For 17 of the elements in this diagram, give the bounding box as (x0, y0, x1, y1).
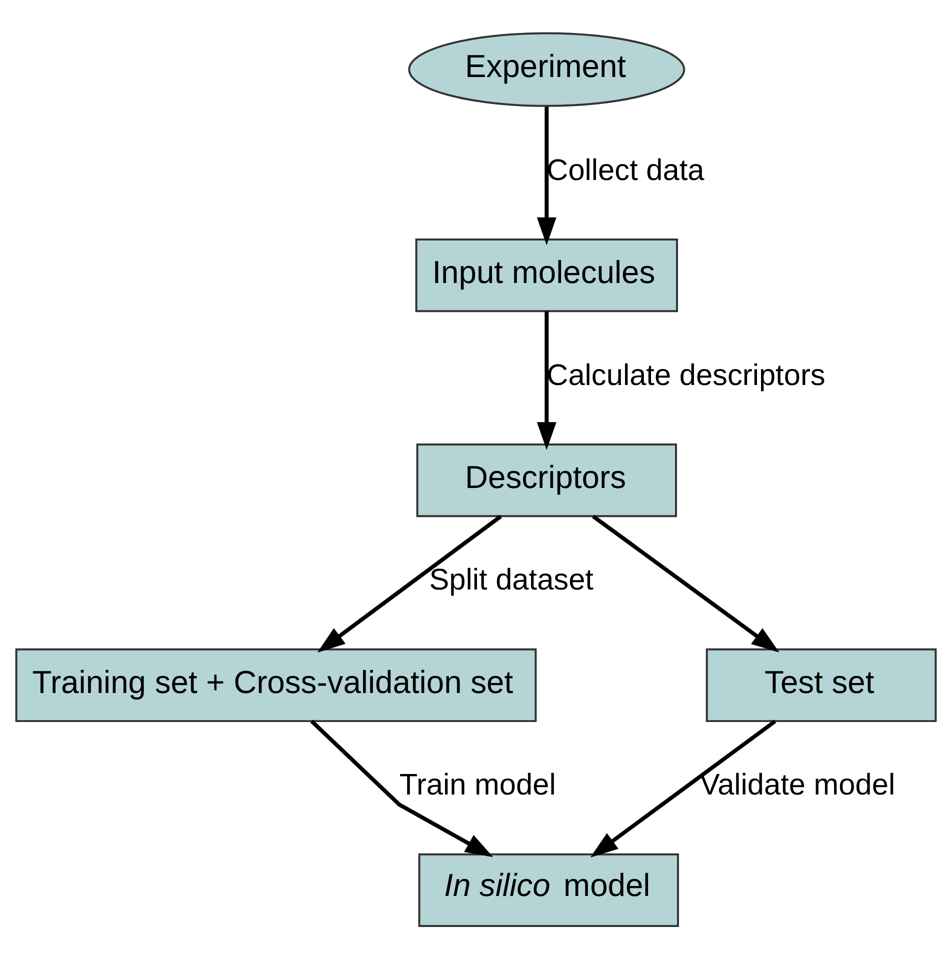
arrow (590, 720, 776, 858)
arrow (536, 106, 556, 246)
edge-label: Validate model (700, 768, 896, 802)
edge-label: Train model (399, 768, 556, 802)
node-box: Input molecules (415, 238, 678, 312)
node-box: Descriptors (416, 443, 677, 518)
arrow (536, 311, 556, 450)
arrow (310, 720, 494, 858)
edge-label: Split dataset (429, 564, 594, 597)
node-box: In silico model (418, 853, 679, 928)
node-ellipse: Experiment (408, 32, 686, 107)
node-box: Training set + Cross-validation set (15, 648, 537, 722)
edge-label: Calculate descriptors (546, 358, 826, 392)
arrow (592, 514, 780, 653)
node-box: Test set (706, 648, 937, 722)
arrow (317, 514, 502, 653)
edge-label: Collect data (546, 154, 704, 187)
